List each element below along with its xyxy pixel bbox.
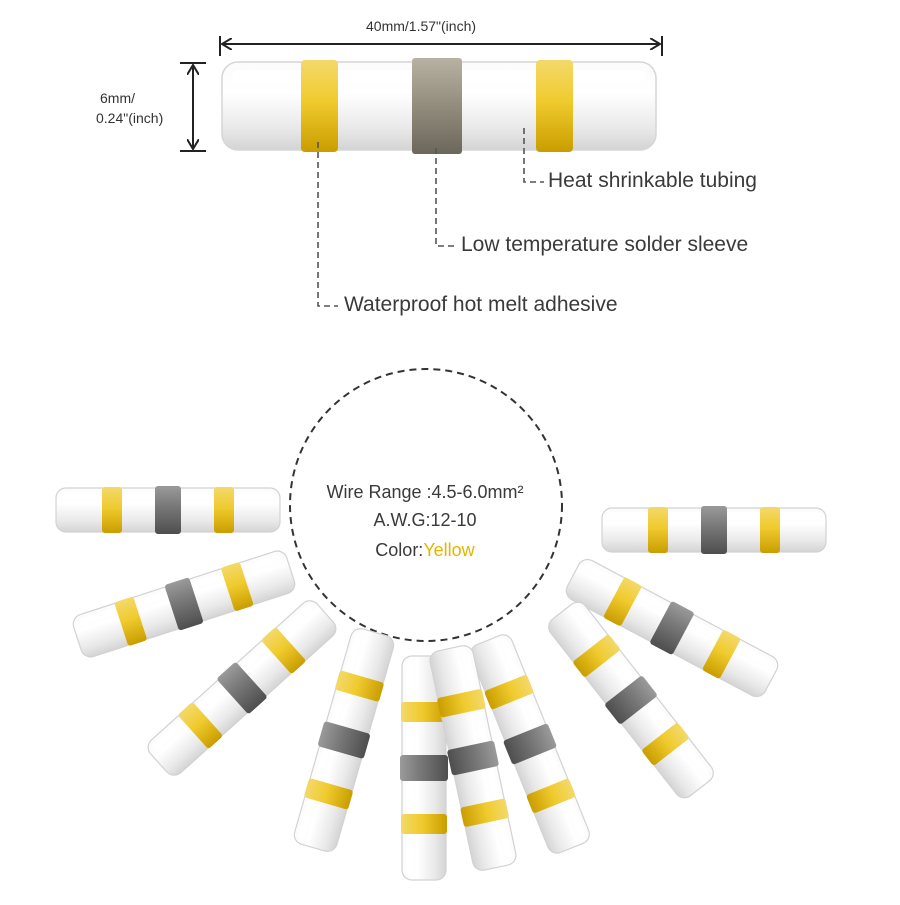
- main-solder-sleeve: [412, 58, 462, 154]
- connector-1: [55, 486, 281, 534]
- leader-adhesive: [317, 142, 338, 307]
- leader-solder-sleeve: [435, 148, 456, 247]
- connector-3: [72, 550, 296, 658]
- spec-circle: [289, 368, 563, 642]
- main-connector: [221, 58, 657, 154]
- connector-4: [565, 558, 779, 698]
- main-adhesive-band-right: [536, 60, 573, 152]
- connector-band-right: [335, 670, 384, 702]
- spec-wire-range: Wire Range :4.5-6.0mm²: [326, 482, 524, 502]
- connector-band-left: [178, 702, 222, 749]
- connector-8: [470, 634, 590, 854]
- connector-band-left: [573, 635, 620, 677]
- connector-band-right: [526, 778, 576, 813]
- connector-fan: [55, 486, 827, 881]
- connector-band-right: [262, 627, 306, 674]
- connector-2: [601, 506, 827, 554]
- main-adhesive-band-left: [301, 60, 338, 152]
- callout-solder-sleeve: Low temperature solder sleeve: [461, 233, 749, 256]
- connector-solder: [155, 486, 181, 534]
- connector-band-left: [437, 689, 486, 718]
- connector-solder: [605, 676, 657, 724]
- connector-band-right: [221, 562, 254, 611]
- connector-6: [548, 601, 714, 799]
- connector-solder: [650, 601, 694, 655]
- connector-band-left: [648, 507, 668, 553]
- connector-band-left: [114, 597, 147, 646]
- spec-awg: A.W.G:12-10: [373, 510, 477, 530]
- leader-heat-shrink: [523, 128, 544, 183]
- connector-band-right: [702, 630, 741, 679]
- connector-band-left: [484, 675, 534, 710]
- diameter-dimension: [180, 62, 206, 152]
- connector-band-right: [760, 507, 780, 553]
- spec-color: Color:Yellow: [300, 540, 550, 561]
- connector-band-right: [642, 723, 689, 765]
- connector-10: [429, 645, 517, 871]
- connector-solder: [318, 721, 370, 759]
- diameter-label-line2: 0.24"(inch): [96, 110, 164, 126]
- connector-band-right: [401, 702, 447, 722]
- connector-band-left: [401, 814, 447, 834]
- connector-solder: [503, 723, 557, 765]
- spec-color-value: Yellow: [423, 540, 475, 560]
- callout-heat-shrink: Heat shrinkable tubing: [548, 169, 757, 192]
- connector-band-left: [304, 778, 353, 810]
- connector-solder: [165, 577, 203, 631]
- spec-color-label: Color:: [375, 540, 424, 560]
- connector-solder: [217, 662, 267, 714]
- connector-7: [293, 628, 395, 852]
- length-label: 40mm/1.57"(inch): [366, 18, 477, 34]
- connector-solder: [400, 755, 448, 781]
- connector-9: [400, 655, 448, 881]
- length-dimension: [219, 36, 663, 56]
- connector-solder: [447, 740, 499, 776]
- connector-solder: [701, 506, 727, 554]
- connector-band-left: [102, 487, 122, 533]
- connector-5: [147, 600, 337, 776]
- callout-leaders: [317, 128, 544, 307]
- diameter-label-line1: 6mm/: [100, 90, 135, 106]
- connector-band-left: [603, 577, 642, 626]
- connector-band-right: [214, 487, 234, 533]
- connector-band-right: [460, 798, 509, 827]
- callout-adhesive: Waterproof hot melt adhesive: [344, 293, 618, 316]
